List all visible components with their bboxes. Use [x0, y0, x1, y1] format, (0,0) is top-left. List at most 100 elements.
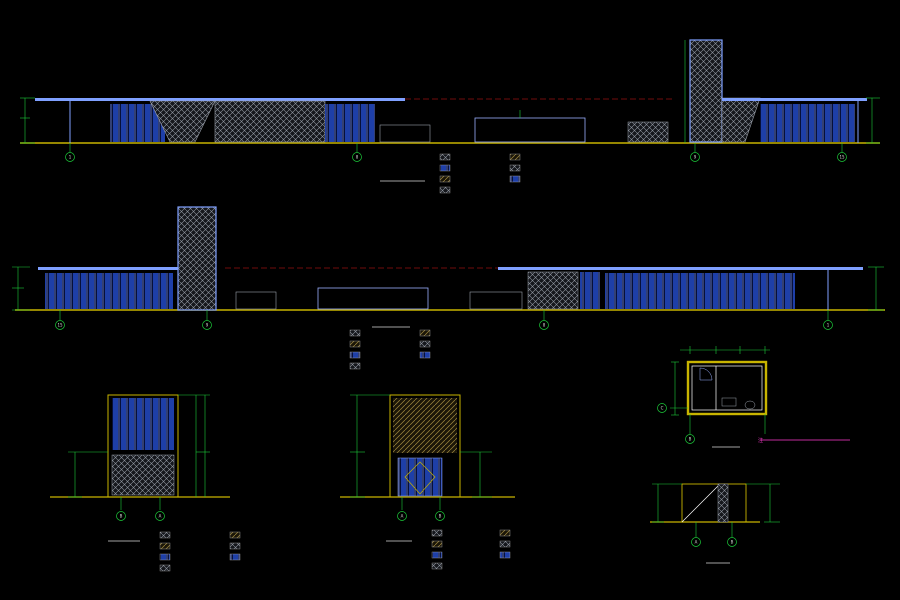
floor-plan: C B 注 [657, 346, 850, 448]
axis-bubble-icon: 8 [539, 310, 549, 330]
axis-bubble-icon: 15 [837, 143, 847, 162]
roof-slab [498, 267, 863, 270]
material-swatch-icon [229, 542, 241, 550]
axis-bubble-icon: A [397, 497, 407, 521]
axis-bubble-icon: 15 [55, 310, 65, 330]
material-swatch-icon [159, 531, 171, 539]
side-elevation-a: B A [50, 394, 241, 572]
toilet-fixture [744, 400, 756, 410]
note-label: 注 [758, 437, 763, 444]
material-swatch-icon [159, 564, 171, 572]
material-legend [431, 529, 511, 570]
dimension-chain [652, 483, 780, 523]
axis-label: 15 [839, 155, 845, 160]
axis-label: B [689, 437, 692, 442]
fence [235, 291, 277, 310]
material-swatch-icon [419, 351, 431, 359]
axis-bubble-icon: A [691, 522, 701, 547]
axis-label: 9 [694, 155, 697, 160]
material-swatch-icon [509, 175, 521, 183]
material-swatch-icon [499, 551, 511, 559]
roof-slab [38, 267, 178, 270]
axis-label: B [731, 540, 734, 545]
axis-label: B [120, 514, 123, 519]
axis-label: 1 [69, 155, 72, 160]
stone-wall [721, 97, 761, 143]
stone-wall [214, 100, 326, 143]
stone-wall [111, 454, 175, 496]
material-legend [439, 153, 521, 194]
stone-wall [717, 483, 729, 523]
axis-label: 8 [543, 323, 546, 328]
side-elevation-b: A B [340, 394, 515, 570]
material-swatch-icon [349, 362, 361, 370]
inner-wall [691, 365, 763, 411]
axis-bubble-icon: 9 [202, 310, 212, 330]
axis-bubble-icon: 9 [690, 143, 700, 162]
material-swatch-icon [349, 351, 361, 359]
section-view: A B [650, 483, 780, 564]
low-wall [627, 121, 669, 143]
material-swatch-icon [229, 553, 241, 561]
dimension-chain [20, 40, 880, 144]
dimension-chain [68, 394, 210, 498]
frame [107, 394, 179, 498]
door-swing [404, 461, 436, 495]
axis-label: 9 [206, 323, 209, 328]
tower [689, 39, 723, 143]
material-legend [349, 329, 431, 370]
axis-label: B [439, 514, 442, 519]
material-swatch-icon [439, 164, 451, 172]
material-swatch-icon [431, 540, 443, 548]
desk [721, 397, 737, 407]
roof-slab [35, 98, 405, 101]
gate-booth [474, 117, 586, 143]
axis-bubble-icon: B [727, 522, 737, 547]
axis-label: C [661, 406, 664, 411]
material-legend [159, 531, 241, 572]
material-swatch-icon [509, 164, 521, 172]
axis-label: 15 [57, 323, 63, 328]
axis-bubble-icon: B [116, 497, 126, 521]
glass-curtain-wall [580, 272, 600, 309]
outer-wall [686, 360, 768, 416]
glass-curtain-wall [605, 273, 795, 309]
roof-slope [681, 483, 721, 523]
material-swatch-icon [499, 540, 511, 548]
fence [379, 124, 431, 143]
frame [681, 483, 747, 523]
door-swing [699, 367, 713, 381]
material-swatch-icon [439, 175, 451, 183]
roof-slab [722, 98, 867, 101]
material-swatch-icon [419, 340, 431, 348]
material-swatch-icon [431, 562, 443, 570]
material-swatch-icon [509, 153, 521, 161]
glass-curtain-wall [112, 398, 174, 450]
dimension-chain [350, 394, 492, 498]
material-swatch-icon [229, 531, 241, 539]
axis-bubble-icon: 1 [823, 310, 833, 330]
axis-bubble-icon: C [657, 403, 667, 413]
gate-booth [317, 287, 429, 310]
axis-bubble-icon: B [685, 434, 695, 444]
elevation-1: 1 8 9 15 [20, 39, 880, 194]
material-swatch-icon [439, 153, 451, 161]
dimension-chain [12, 266, 884, 311]
wood-panel [393, 398, 457, 453]
material-swatch-icon [419, 329, 431, 337]
material-swatch-icon [349, 329, 361, 337]
glass-curtain-wall [760, 104, 855, 142]
axis-bubble-icon: A [155, 497, 165, 521]
material-swatch-icon [439, 186, 451, 194]
axis-label: 1 [827, 323, 830, 328]
axis-bubble-icon: 1 [65, 143, 75, 162]
material-swatch-icon [431, 529, 443, 537]
material-swatch-icon [349, 340, 361, 348]
tower [177, 206, 217, 311]
stone-wall [527, 271, 579, 310]
axis-label: A [159, 514, 162, 519]
elevation-2: 15 9 8 1 [12, 206, 885, 370]
frame [389, 394, 461, 498]
stone-wall [149, 100, 216, 143]
material-swatch-icon [431, 551, 443, 559]
